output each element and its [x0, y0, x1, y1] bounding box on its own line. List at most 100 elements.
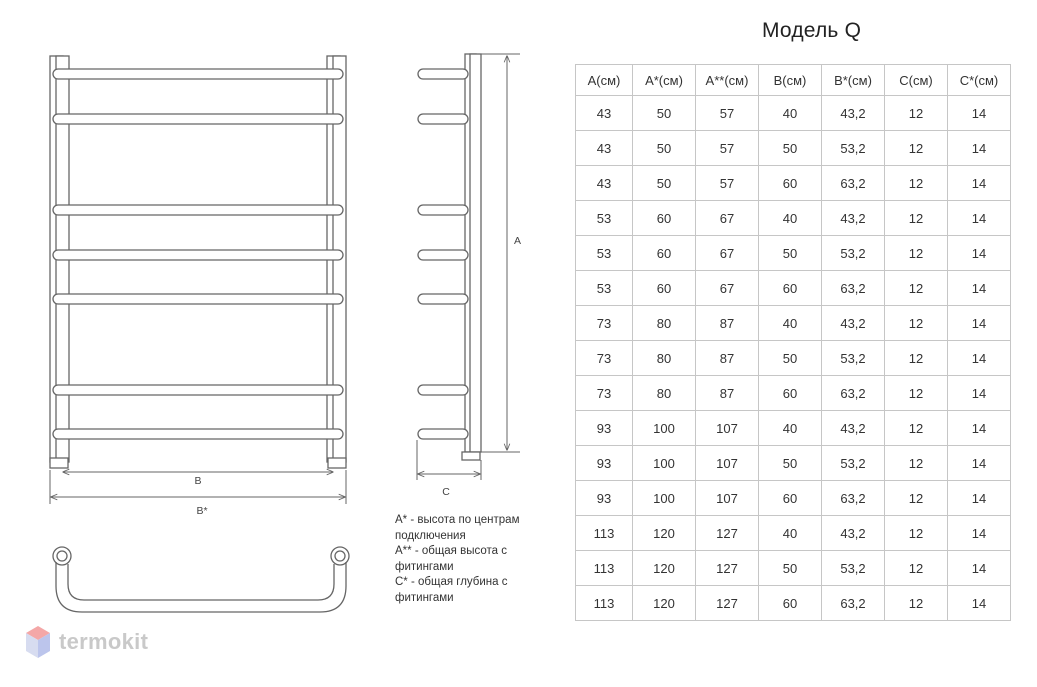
table-cell: 60 — [758, 585, 822, 621]
table-cell: 40 — [758, 200, 822, 236]
table-cell: 50 — [758, 445, 822, 481]
table-cell: 14 — [947, 235, 1011, 271]
table-cell: 43 — [575, 130, 633, 166]
table-cell: 107 — [695, 445, 759, 481]
table-cell: 113 — [575, 585, 633, 621]
rung — [52, 113, 344, 125]
table-cell: 12 — [884, 375, 948, 411]
table-cell: 63,2 — [821, 165, 885, 201]
table-cell: 127 — [695, 585, 759, 621]
table-cell: 127 — [695, 550, 759, 586]
table-cell: 87 — [695, 305, 759, 341]
table-cell: 113 — [575, 550, 633, 586]
table-cell: 50 — [758, 130, 822, 166]
rung-stub — [417, 204, 469, 216]
table-cell: 107 — [695, 410, 759, 446]
left-connection-outer — [52, 546, 72, 566]
table-cell: 67 — [695, 235, 759, 271]
side-bottom-fitting — [461, 451, 481, 461]
table-cell: 40 — [758, 305, 822, 341]
rung — [52, 249, 344, 261]
table-cell: 14 — [947, 375, 1011, 411]
table-cell: 57 — [695, 130, 759, 166]
table-cell: 100 — [632, 480, 696, 516]
table-cell: 57 — [695, 95, 759, 131]
table-cell: 40 — [758, 410, 822, 446]
table-cell: 50 — [758, 340, 822, 376]
table-cell: 43 — [575, 165, 633, 201]
right-fitting — [327, 457, 347, 469]
table-cell: 60 — [758, 480, 822, 516]
top-view — [52, 546, 350, 613]
table-cell: 87 — [695, 375, 759, 411]
table-cell: 14 — [947, 445, 1011, 481]
table-cell: 53 — [575, 270, 633, 306]
table-cell: 60 — [632, 270, 696, 306]
right-connection-outer — [330, 546, 350, 566]
note-a-double-star: А** - общая высота с фитингами — [395, 545, 507, 573]
table-cell: 40 — [758, 95, 822, 131]
table-cell: 43,2 — [821, 515, 885, 551]
table-cell: 80 — [632, 305, 696, 341]
table-cell: 63,2 — [821, 270, 885, 306]
dimension-a — [481, 53, 520, 453]
table-cell: 12 — [884, 550, 948, 586]
table-cell: 63,2 — [821, 375, 885, 411]
table-cell: 14 — [947, 200, 1011, 236]
rung-stub — [417, 428, 469, 440]
table-cell: 43,2 — [821, 410, 885, 446]
table-cell: 14 — [947, 340, 1011, 376]
table-cell: 53,2 — [821, 130, 885, 166]
dimension-a-label: A — [514, 235, 521, 247]
table-cell: 14 — [947, 515, 1011, 551]
table-cell: 14 — [947, 165, 1011, 201]
table-cell: 93 — [575, 410, 633, 446]
rung-stub — [417, 293, 469, 305]
table-cell: 50 — [632, 130, 696, 166]
table-cell: 60 — [758, 375, 822, 411]
rung-stub — [417, 249, 469, 261]
table-cell: 53,2 — [821, 235, 885, 271]
dimensions-table: А(см)А*(см)А**(см)В(см)В*(см)С(см)С*(см)… — [575, 64, 1011, 621]
dimension-c — [416, 440, 482, 480]
table-cell: 53 — [575, 235, 633, 271]
table-cell: 43,2 — [821, 95, 885, 131]
column-header: А(см) — [575, 64, 633, 96]
dimension-b-label: B — [194, 475, 201, 487]
table-cell: 53,2 — [821, 550, 885, 586]
rung-stub — [417, 68, 469, 80]
table-cell: 53,2 — [821, 445, 885, 481]
column-header: А**(см) — [695, 64, 759, 96]
table-cell: 12 — [884, 270, 948, 306]
table-cell: 50 — [632, 95, 696, 131]
dimension-b — [49, 470, 347, 504]
table-cell: 60 — [632, 235, 696, 271]
table-cell: 67 — [695, 200, 759, 236]
top-view-inner — [67, 564, 335, 601]
table-cell: 63,2 — [821, 480, 885, 516]
table-cell: 12 — [884, 235, 948, 271]
table-cell: 93 — [575, 445, 633, 481]
top-view-outer — [55, 562, 347, 613]
termokit-logo: termokit — [24, 624, 148, 660]
table-cell: 50 — [758, 550, 822, 586]
dimension-notes: А* - высота по центрам подключения А** -… — [395, 513, 545, 606]
table-cell: 12 — [884, 445, 948, 481]
table-cell: 113 — [575, 515, 633, 551]
table-cell: 50 — [758, 235, 822, 271]
table-cell: 67 — [695, 270, 759, 306]
table-cell: 60 — [758, 165, 822, 201]
table-cell: 43,2 — [821, 200, 885, 236]
left-fitting — [49, 457, 69, 469]
column-header: С(см) — [884, 64, 948, 96]
